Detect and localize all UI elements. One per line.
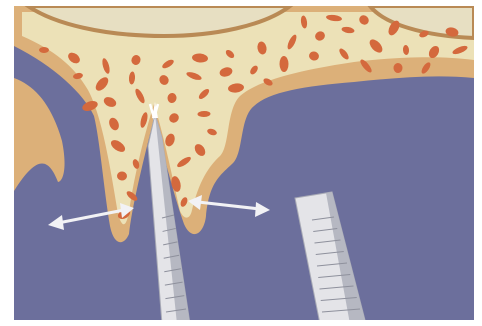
trabecular-spot (39, 47, 49, 53)
bone-spreading-diagram (14, 6, 474, 320)
